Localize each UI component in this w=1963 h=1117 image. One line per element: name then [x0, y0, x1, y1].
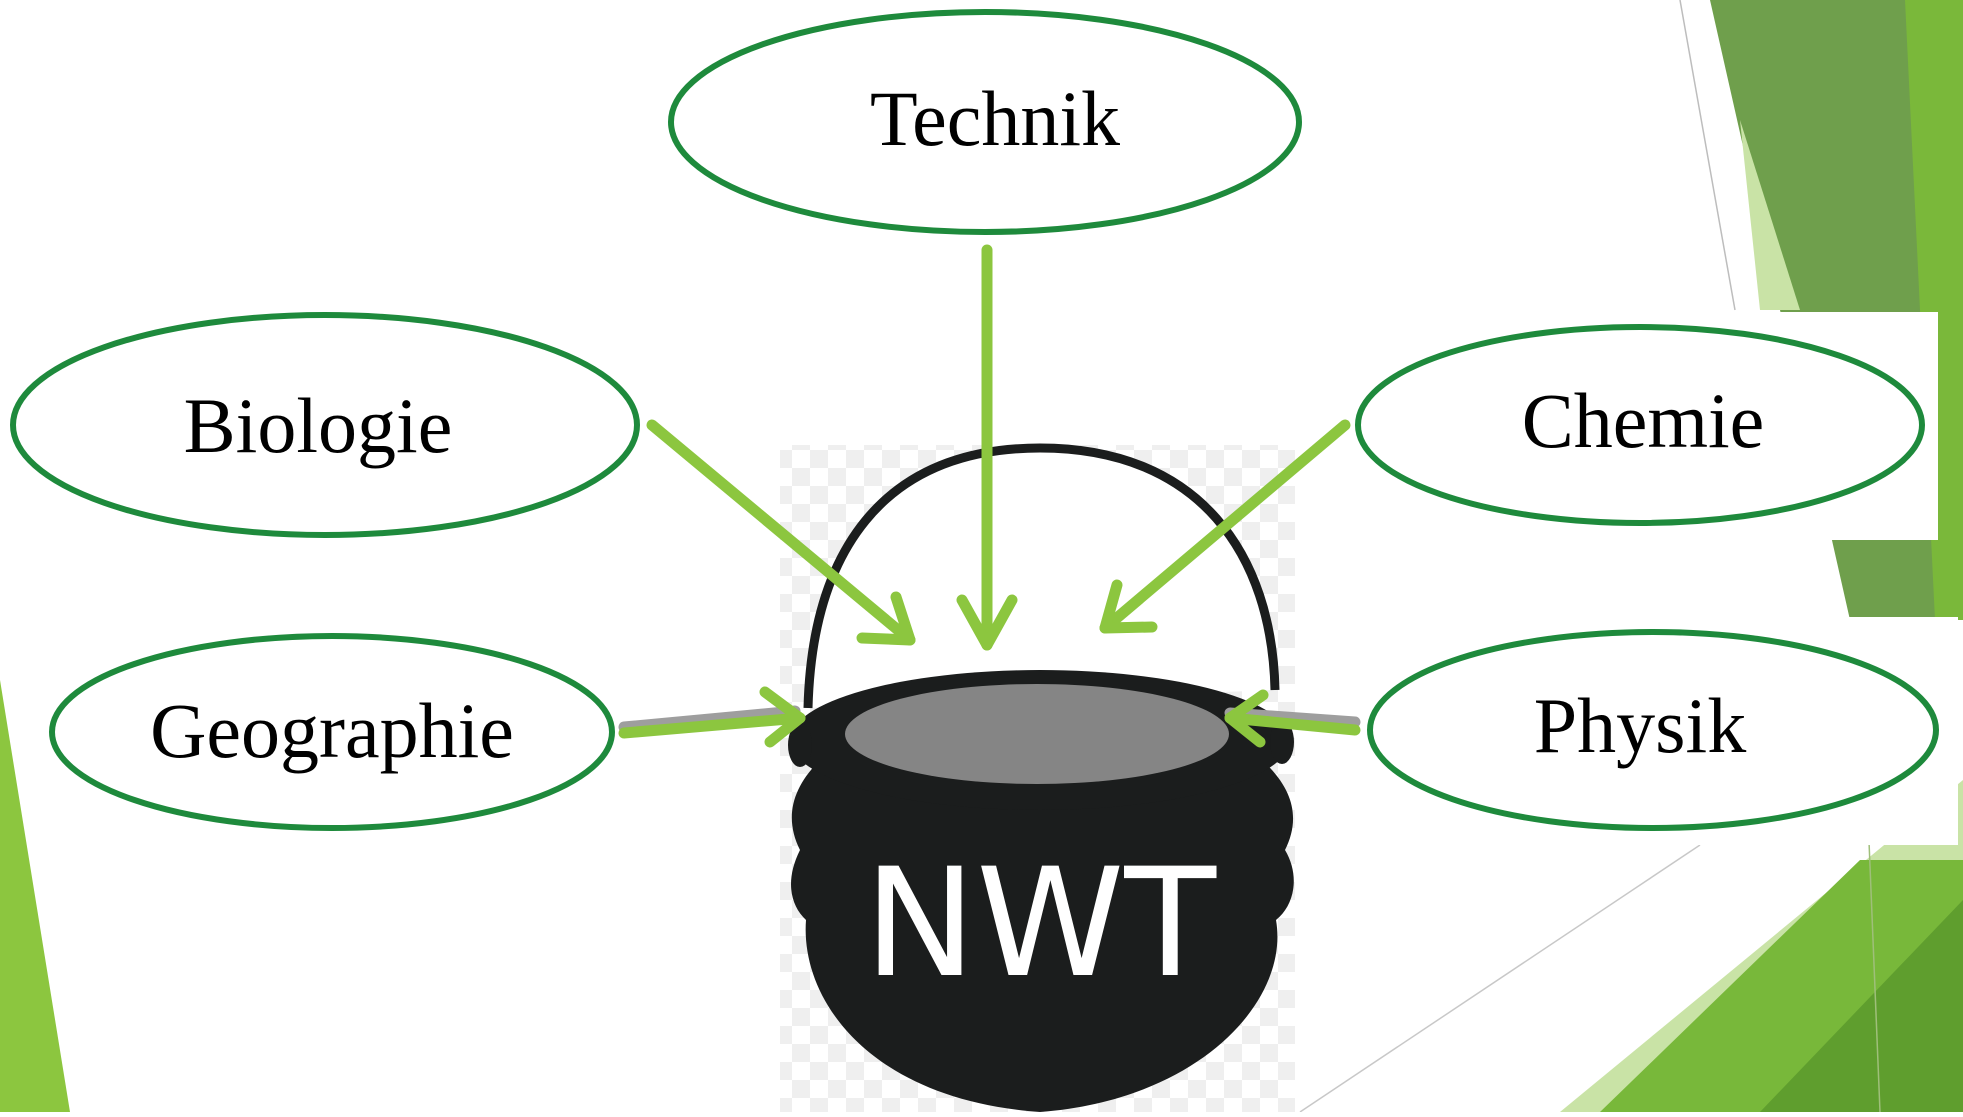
cauldron-rim-left-nub	[788, 723, 812, 767]
arrow-chemie	[1099, 419, 1351, 634]
cauldron-label: NWT	[864, 837, 1218, 1011]
decor-line-2	[1299, 844, 1701, 1113]
node-physik-ellipse	[1367, 629, 1939, 831]
node-biologie-ellipse	[10, 312, 640, 538]
node-biologie: Biologie	[10, 312, 640, 538]
node-geographie-label: Geographie	[150, 687, 514, 774]
right-accent-light	[1740, 120, 1800, 310]
node-technik: Technik	[668, 9, 1302, 235]
left-accent-shape	[0, 680, 70, 1112]
node-physik-label: Physik	[1534, 682, 1746, 769]
node-physik: Physik	[1367, 629, 1939, 831]
node-chemie-ellipse	[1355, 324, 1925, 526]
arrows	[618, 244, 1361, 748]
arrow-technik	[956, 244, 1018, 651]
node-chemie-label: Chemie	[1522, 377, 1765, 464]
cauldron-rim-right-nub	[1270, 720, 1294, 764]
node-technik-ellipse	[668, 9, 1302, 235]
node-technik-label: Technik	[870, 75, 1120, 162]
arrow-biologie	[646, 419, 916, 646]
node-geographie: Geographie	[49, 633, 615, 831]
node-biologie-label: Biologie	[184, 382, 453, 469]
arrow-geographie	[618, 686, 806, 748]
decor-line-1	[1679, 0, 1736, 311]
arrow-physik	[1224, 689, 1361, 748]
right-accent-bright	[1905, 0, 1963, 620]
node-geographie-ellipse	[49, 633, 615, 831]
cauldron-surface	[845, 684, 1229, 784]
right-accent-bottom-dark	[1760, 900, 1963, 1112]
cauldron: NWT	[788, 443, 1294, 1112]
node-chemie: Chemie	[1355, 324, 1925, 526]
